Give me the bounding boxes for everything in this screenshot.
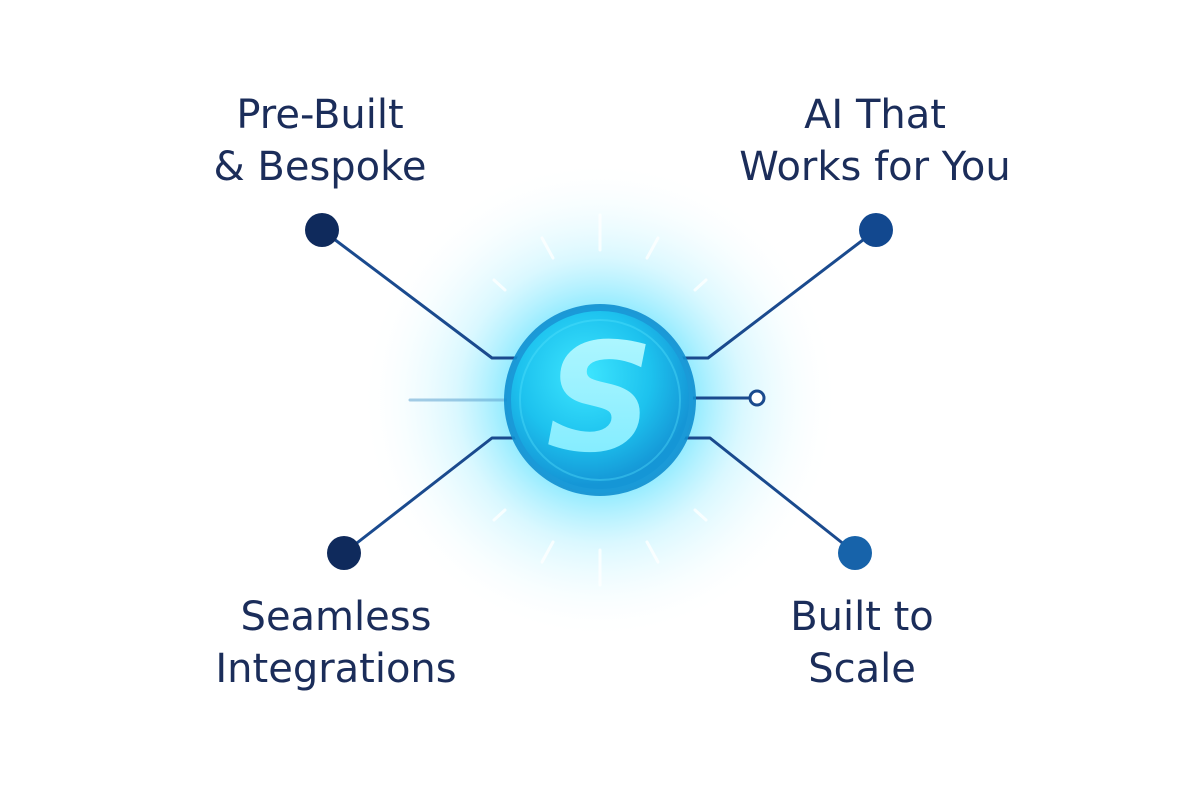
label-bottom-left: Seamless Integrations [186, 591, 486, 695]
connector-bottom-right [680, 436, 857, 555]
label-top-right: AI That Works for You [720, 89, 1030, 193]
connector-bottom-left [342, 436, 520, 555]
small-node-right [748, 389, 766, 407]
connector-lines [320, 228, 878, 555]
label-bottom-left-line1: Seamless [240, 594, 432, 640]
glow-rays [492, 213, 708, 587]
glowing-s-logo-icon: S [504, 304, 696, 496]
label-bottom-left-line2: Integrations [215, 646, 457, 692]
connector-top-left [320, 228, 520, 360]
node-bottom-right [838, 536, 872, 570]
node-bottom-left [327, 536, 361, 570]
node-top-left [305, 213, 339, 247]
label-top-left-line1: Pre-Built [236, 92, 404, 138]
label-bottom-right: Built to Scale [712, 591, 1012, 695]
center-letter: S [546, 312, 654, 486]
label-bottom-right-line1: Built to [790, 594, 934, 640]
node-top-right [859, 213, 893, 247]
label-top-left: Pre-Built & Bespoke [170, 89, 470, 193]
label-top-right-line2: Works for You [739, 144, 1011, 190]
label-top-left-line2: & Bespoke [213, 144, 427, 190]
connector-top-right [680, 228, 878, 360]
label-top-right-line1: AI That [804, 92, 946, 138]
label-bottom-right-line2: Scale [808, 646, 916, 692]
